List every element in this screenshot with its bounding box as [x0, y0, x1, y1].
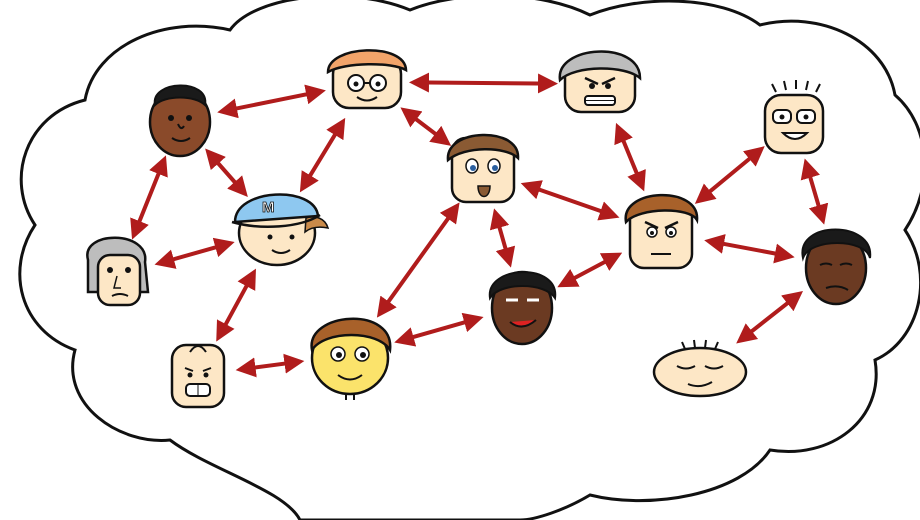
face-bearded-brown-hair-icon: [446, 133, 520, 204]
face-dark-skin-smirk-icon: [488, 270, 557, 346]
face-brown-hair-hub-icon: [624, 193, 699, 270]
face-yellow-kid-icon: [310, 317, 392, 400]
arrow-brown-hair-center-bald-glasses-smile: [694, 146, 765, 204]
arrow-yellow-spiky-kid-bearded-brown-hair: [376, 202, 460, 318]
arrow-orange-hair-glasses-gray-hair-grimace: [409, 72, 558, 94]
face-baby-icon: [652, 339, 748, 398]
arrow-curly-black-hair-orange-hair-glasses: [217, 84, 326, 119]
arrow-curly-black-hair-blue-cap-kid: [205, 148, 248, 198]
arrow-bald-mohawk-grin-yellow-spiky-kid: [235, 353, 305, 378]
arrow-bearded-brown-hair-dark-skin-smirk: [489, 208, 516, 268]
arrow-gray-long-hair-blue-cap-kid: [154, 237, 235, 269]
arrow-dark-skin-dreadlocks-baby-face: [736, 290, 804, 344]
face-bald-glasses-icon: [763, 80, 825, 155]
arrow-bald-glasses-smile-dark-skin-dreadlocks: [800, 158, 829, 225]
arrow-gray-hair-grimace-brown-hair-center: [614, 122, 646, 192]
thought-bubble-cloud: [18, 0, 920, 520]
cap-letter: M: [262, 199, 275, 216]
arrow-curly-black-hair-gray-long-hair: [130, 155, 168, 240]
face-orange-hair-glasses-icon: [326, 49, 408, 110]
arrow-blue-cap-kid-bald-mohawk-grin: [216, 268, 256, 342]
arrow-bearded-brown-hair-brown-hair-center: [520, 180, 620, 221]
face-blue-cap-icon: M: [231, 193, 330, 267]
arrow-orange-hair-glasses-bearded-brown-hair: [400, 107, 452, 146]
face-gray-long-hair-icon: [86, 236, 150, 307]
face-bald-grin-icon: [170, 343, 226, 409]
arrow-dark-skin-smirk-brown-hair-center: [557, 252, 623, 288]
arrow-brown-hair-center-dark-skin-dreadlocks: [704, 234, 795, 264]
arrow-orange-hair-glasses-blue-cap-kid: [299, 117, 346, 193]
arrow-yellow-spiky-kid-dark-skin-smirk: [394, 312, 484, 347]
edges-layer: [130, 72, 829, 378]
face-dark-skin-dreadlocks-icon: [801, 228, 872, 306]
face-gray-hair-grimace-icon: [558, 50, 642, 114]
face-curly-black-hair-icon: [148, 84, 212, 158]
